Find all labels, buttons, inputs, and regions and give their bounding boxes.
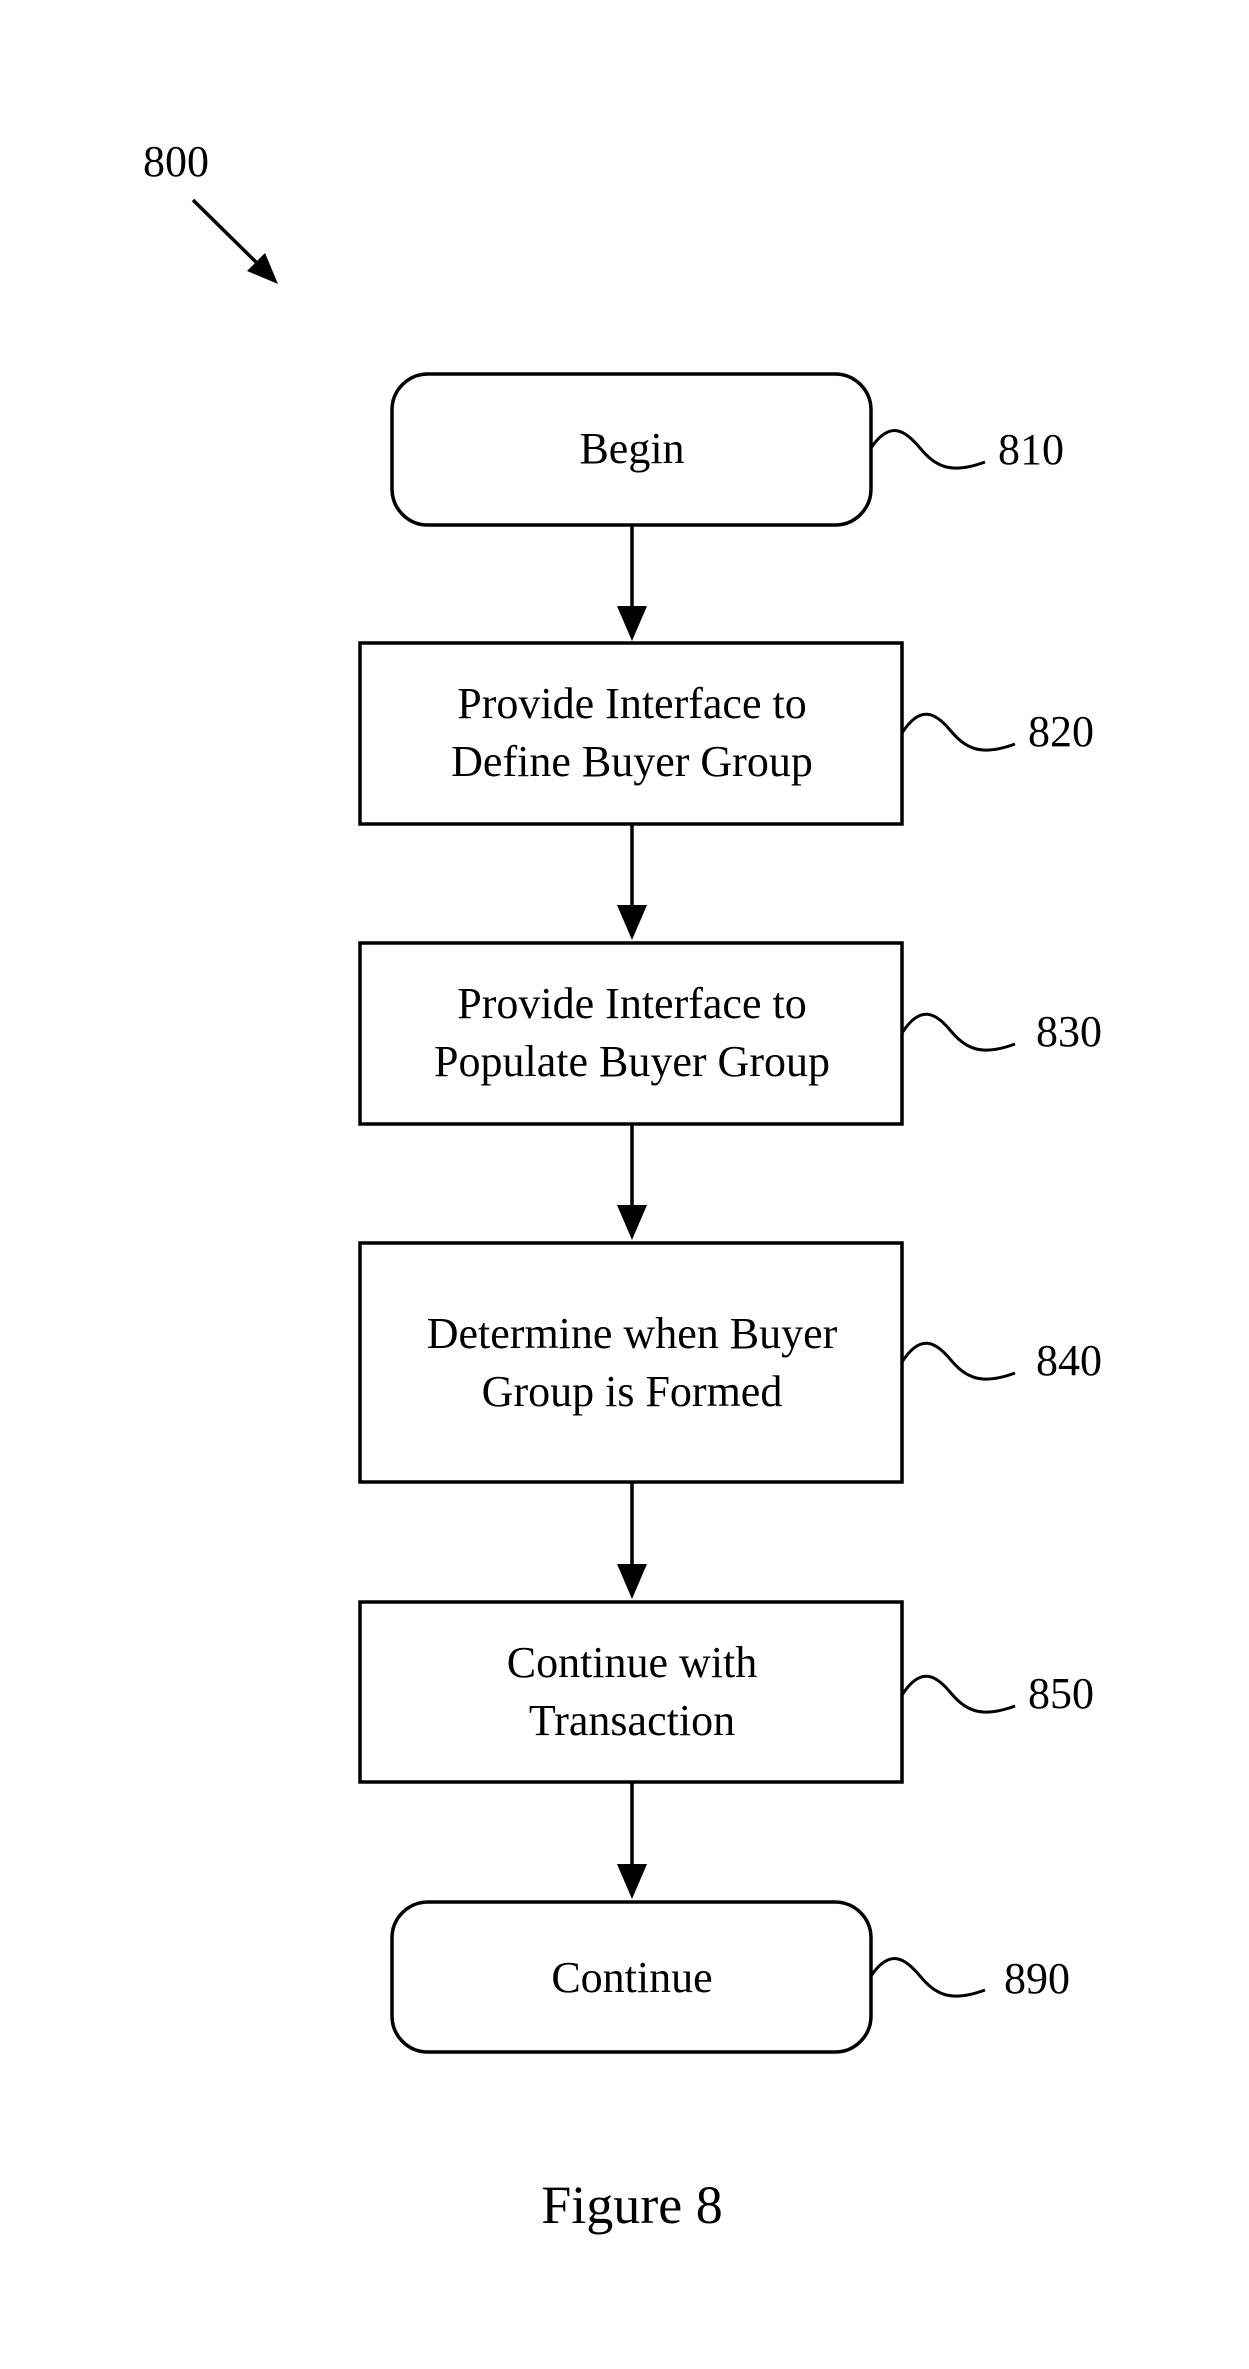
leader-line xyxy=(902,1343,1015,1379)
connector-determine-to-transaction xyxy=(617,1482,647,1599)
step-label-line-2: Define Buyer Group xyxy=(451,737,813,786)
step-label: Continue xyxy=(551,1953,712,2002)
connector-begin-to-define xyxy=(617,525,647,641)
step-continue-end: Continue 890 xyxy=(392,1902,1070,2052)
figure-caption: Figure 8 xyxy=(541,2175,723,2235)
step-ref-number: 810 xyxy=(998,425,1064,474)
process-box xyxy=(360,1602,902,1782)
connector-populate-to-determine xyxy=(617,1124,647,1240)
step-define-buyer-group: Provide Interface to Define Buyer Group … xyxy=(360,643,1094,824)
step-continue-with-transaction: Continue with Transaction 850 xyxy=(360,1602,1094,1782)
connector-define-to-populate xyxy=(617,824,647,940)
step-label-line-1: Determine when Buyer xyxy=(427,1309,838,1358)
figure-ref-number: 800 xyxy=(143,137,209,186)
step-populate-buyer-group: Provide Interface to Populate Buyer Grou… xyxy=(360,943,1102,1124)
leader-line xyxy=(871,431,985,469)
connector-transaction-to-continue xyxy=(617,1782,647,1899)
figure-pointer-arrow xyxy=(193,200,278,284)
process-box xyxy=(360,943,902,1124)
step-ref-number: 850 xyxy=(1028,1669,1094,1718)
step-begin: Begin 810 xyxy=(392,374,1064,525)
step-label-line-1: Continue with xyxy=(507,1638,758,1687)
process-box xyxy=(360,643,902,824)
step-label-line-2: Populate Buyer Group xyxy=(434,1037,830,1086)
step-label-line-2: Transaction xyxy=(529,1696,735,1745)
leader-line xyxy=(902,714,1015,750)
leader-line xyxy=(902,1014,1015,1050)
leader-line xyxy=(902,1676,1015,1712)
process-box xyxy=(360,1243,902,1482)
step-ref-number: 830 xyxy=(1036,1007,1102,1056)
step-label-line-1: Provide Interface to xyxy=(457,679,806,728)
step-ref-number: 820 xyxy=(1028,707,1094,756)
step-ref-number: 840 xyxy=(1036,1336,1102,1385)
step-determine-group-formed: Determine when Buyer Group is Formed 840 xyxy=(360,1243,1102,1482)
leader-line xyxy=(871,1959,985,1997)
step-ref-number: 890 xyxy=(1004,1954,1070,2003)
step-label-line-1: Provide Interface to xyxy=(457,979,806,1028)
step-label: Begin xyxy=(579,424,684,473)
step-label-line-2: Group is Formed xyxy=(482,1367,783,1416)
